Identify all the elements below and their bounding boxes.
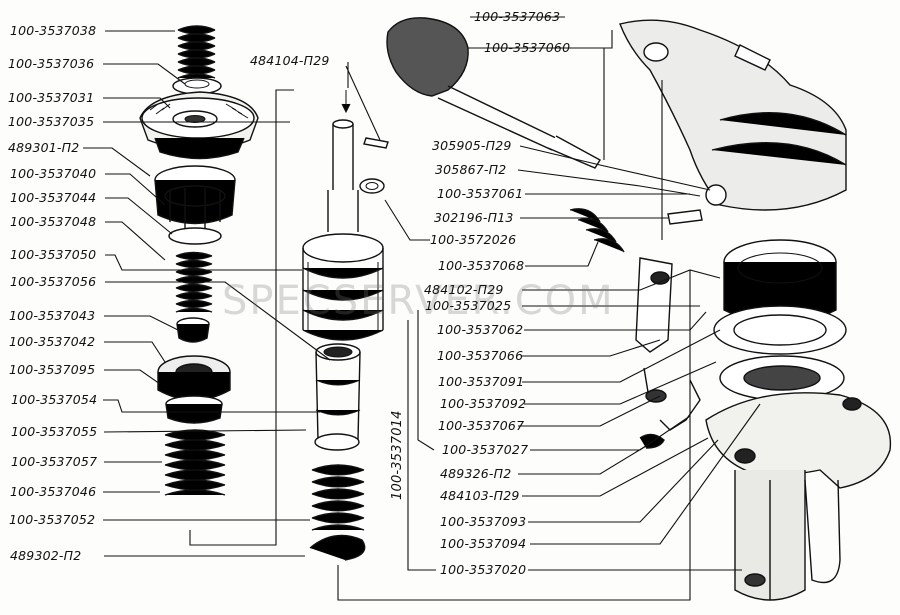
part-label: 100-3537068 [438, 258, 525, 273]
part-label: 100-3537052 [9, 512, 96, 527]
part-label: 100-3537063 [474, 9, 561, 24]
part-label: 100-3537031 [8, 90, 95, 105]
part-label: 484102-П29 [424, 282, 504, 297]
part-label: 484104-П29 [250, 53, 330, 68]
part-label: 100-3537095 [9, 362, 96, 377]
part-label: 484103-П29 [440, 488, 520, 503]
part-label: 100-3537025 [425, 298, 512, 313]
part-label: 100-3537066 [437, 348, 524, 363]
part-label: 100-3537057 [11, 454, 98, 469]
part-label: 100-3537038 [10, 23, 97, 38]
part-label: 100-3537060 [484, 40, 571, 55]
part-label: 100-3537050 [10, 247, 97, 262]
part-label: 100-3537020 [440, 562, 527, 577]
part-label: 100-3537027 [442, 442, 529, 457]
parts-center-column [302, 90, 389, 561]
part-label: 100-3537046 [10, 484, 97, 499]
part-label: 100-3537035 [8, 114, 95, 129]
part-label: 100-3537044 [10, 190, 97, 205]
part-label: 100-3537048 [10, 214, 97, 229]
part-label: 100-3537055 [11, 424, 98, 439]
lower-spring [311, 464, 365, 531]
part-label: 302196-П13 [434, 210, 514, 225]
part-label: 100-3537061 [437, 186, 524, 201]
cap-disc [139, 91, 259, 160]
part-label: 489326-П2 [440, 466, 512, 481]
part-label: 100-3537054 [11, 392, 98, 407]
upper-spring [177, 25, 216, 79]
leader-lines [83, 16, 761, 601]
part-label: 100-3537091 [438, 374, 525, 389]
watermark: SPECSERVER.COM [222, 278, 615, 324]
cup-ring [154, 165, 236, 245]
assembly-label: 100-3537014 [390, 410, 405, 500]
part-label: 100-3537043 [9, 308, 96, 323]
part-label: 305867-П2 [435, 162, 507, 177]
part-label: 100-3537067 [438, 418, 525, 433]
part-label: 489301-П2 [8, 140, 80, 155]
part-label: 100-3537042 [9, 334, 96, 349]
part-label: 100-3537036 [8, 56, 95, 71]
parts-left-stack [139, 25, 259, 496]
part-label: 489302-П2 [10, 548, 82, 563]
part-label: 100-3537056 [10, 274, 97, 289]
part-label: 100-3537062 [437, 322, 524, 337]
part-label: 100-3537040 [10, 166, 97, 181]
part-label: 100-3537093 [440, 514, 527, 529]
rocker-spring [569, 208, 625, 253]
small-spring [175, 251, 213, 313]
part-label: 100-3572026 [430, 232, 517, 247]
part-label: 100-3537092 [440, 396, 527, 411]
part-label: 305905-П29 [432, 138, 512, 153]
part-label: 100-3537094 [440, 536, 527, 551]
